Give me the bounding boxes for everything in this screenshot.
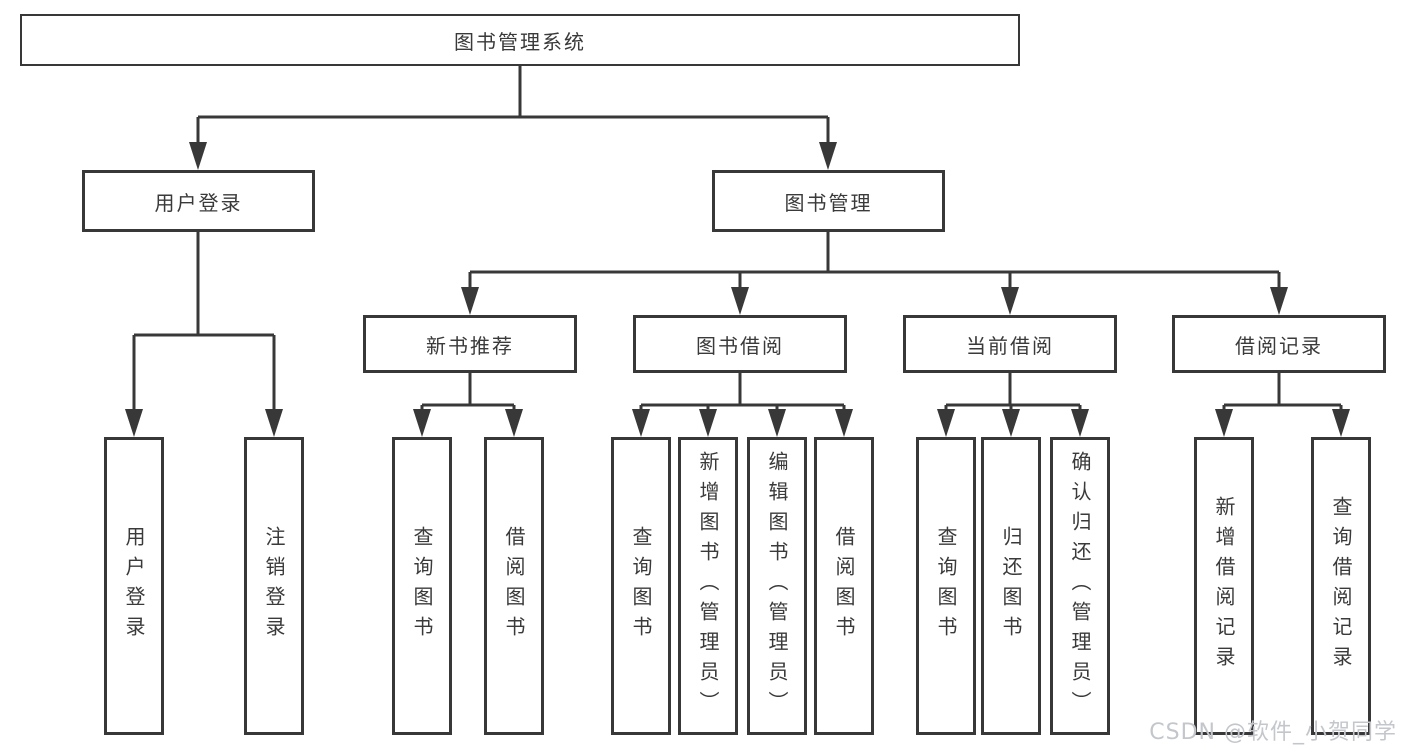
arrowhead-leaf-logout xyxy=(265,409,283,437)
arrowhead-borrow-books-newbooks xyxy=(505,409,523,437)
node-book-borrowing: 图书借阅 xyxy=(633,315,847,373)
leaf-borrow-books-newbooks: 借阅图书 xyxy=(484,437,544,735)
leaf-query-borrow-record: 查询借阅记录 xyxy=(1311,437,1371,735)
leaf-user-login: 用户登录 xyxy=(104,437,164,735)
leaf-label: 确认归还（管理员） xyxy=(1068,451,1092,721)
arrowhead-new-book-recommend xyxy=(461,287,479,315)
leaf-add-books-admin: 新增图书（管理员） xyxy=(678,437,738,735)
leaf-label: 查询图书 xyxy=(934,526,958,646)
leaf-add-borrow-record: 新增借阅记录 xyxy=(1194,437,1254,735)
leaf-return-books: 归还图书 xyxy=(981,437,1041,735)
arrowhead-confirm-return-admin xyxy=(1071,409,1089,437)
arrowhead-add-borrow-record xyxy=(1215,409,1233,437)
arrowhead-query-books-current xyxy=(937,409,955,437)
leaf-label: 借阅图书 xyxy=(502,526,526,646)
node-label: 借阅记录 xyxy=(1235,333,1323,358)
leaf-query-books-current: 查询图书 xyxy=(916,437,976,735)
leaf-query-books-borrowing: 查询图书 xyxy=(611,437,671,735)
node-label: 图书管理 xyxy=(784,190,873,215)
leaf-label: 用户登录 xyxy=(122,526,146,646)
leaf-logout-login: 注销登录 xyxy=(244,437,304,735)
leaf-label: 查询图书 xyxy=(410,526,434,646)
node-label: 图书管理系统 xyxy=(454,29,586,54)
node-label: 当前借阅 xyxy=(966,333,1054,358)
arrowhead-book-borrowing xyxy=(731,287,749,315)
leaf-label: 新增图书（管理员） xyxy=(696,451,720,721)
leaf-label: 归还图书 xyxy=(999,526,1023,646)
arrowhead-edit-books-admin xyxy=(768,409,786,437)
node-label: 新书推荐 xyxy=(426,333,514,358)
node-library-system: 图书管理系统 xyxy=(20,14,1020,66)
node-borrowing-records: 借阅记录 xyxy=(1172,315,1386,373)
arrowhead-query-books-newbooks xyxy=(413,409,431,437)
leaf-label: 查询图书 xyxy=(629,526,653,646)
arrowhead-leaf-user-login xyxy=(125,409,143,437)
node-book-management: 图书管理 xyxy=(712,170,945,232)
arrowhead-user-login xyxy=(189,142,207,170)
watermark: CSDN @软件_小贺同学 xyxy=(1149,720,1397,745)
leaf-label: 借阅图书 xyxy=(832,526,856,646)
arrowhead-current-borrowing xyxy=(1001,287,1019,315)
arrowhead-borrow-books-borrowing xyxy=(835,409,853,437)
arrowhead-book-management xyxy=(819,142,837,170)
leaf-label: 新增借阅记录 xyxy=(1212,496,1236,676)
node-new-book-recommend: 新书推荐 xyxy=(363,315,577,373)
arrowhead-borrowing-records xyxy=(1270,287,1288,315)
node-current-borrowing: 当前借阅 xyxy=(903,315,1117,373)
node-label: 图书借阅 xyxy=(696,333,784,358)
arrowhead-query-books-borrowing xyxy=(632,409,650,437)
leaf-label: 查询借阅记录 xyxy=(1329,496,1353,676)
arrowhead-query-borrow-record xyxy=(1332,409,1350,437)
arrowhead-add-books-admin xyxy=(699,409,717,437)
node-label: 用户登录 xyxy=(154,190,243,215)
leaf-confirm-return-admin: 确认归还（管理员） xyxy=(1050,437,1110,735)
leaf-label: 注销登录 xyxy=(262,526,286,646)
leaf-label: 编辑图书（管理员） xyxy=(765,451,789,721)
node-user-login: 用户登录 xyxy=(82,170,315,232)
leaf-borrow-books-borrowing: 借阅图书 xyxy=(814,437,874,735)
leaf-query-books-newbooks: 查询图书 xyxy=(392,437,452,735)
arrowhead-return-books xyxy=(1002,409,1020,437)
leaf-edit-books-admin: 编辑图书（管理员） xyxy=(747,437,807,735)
